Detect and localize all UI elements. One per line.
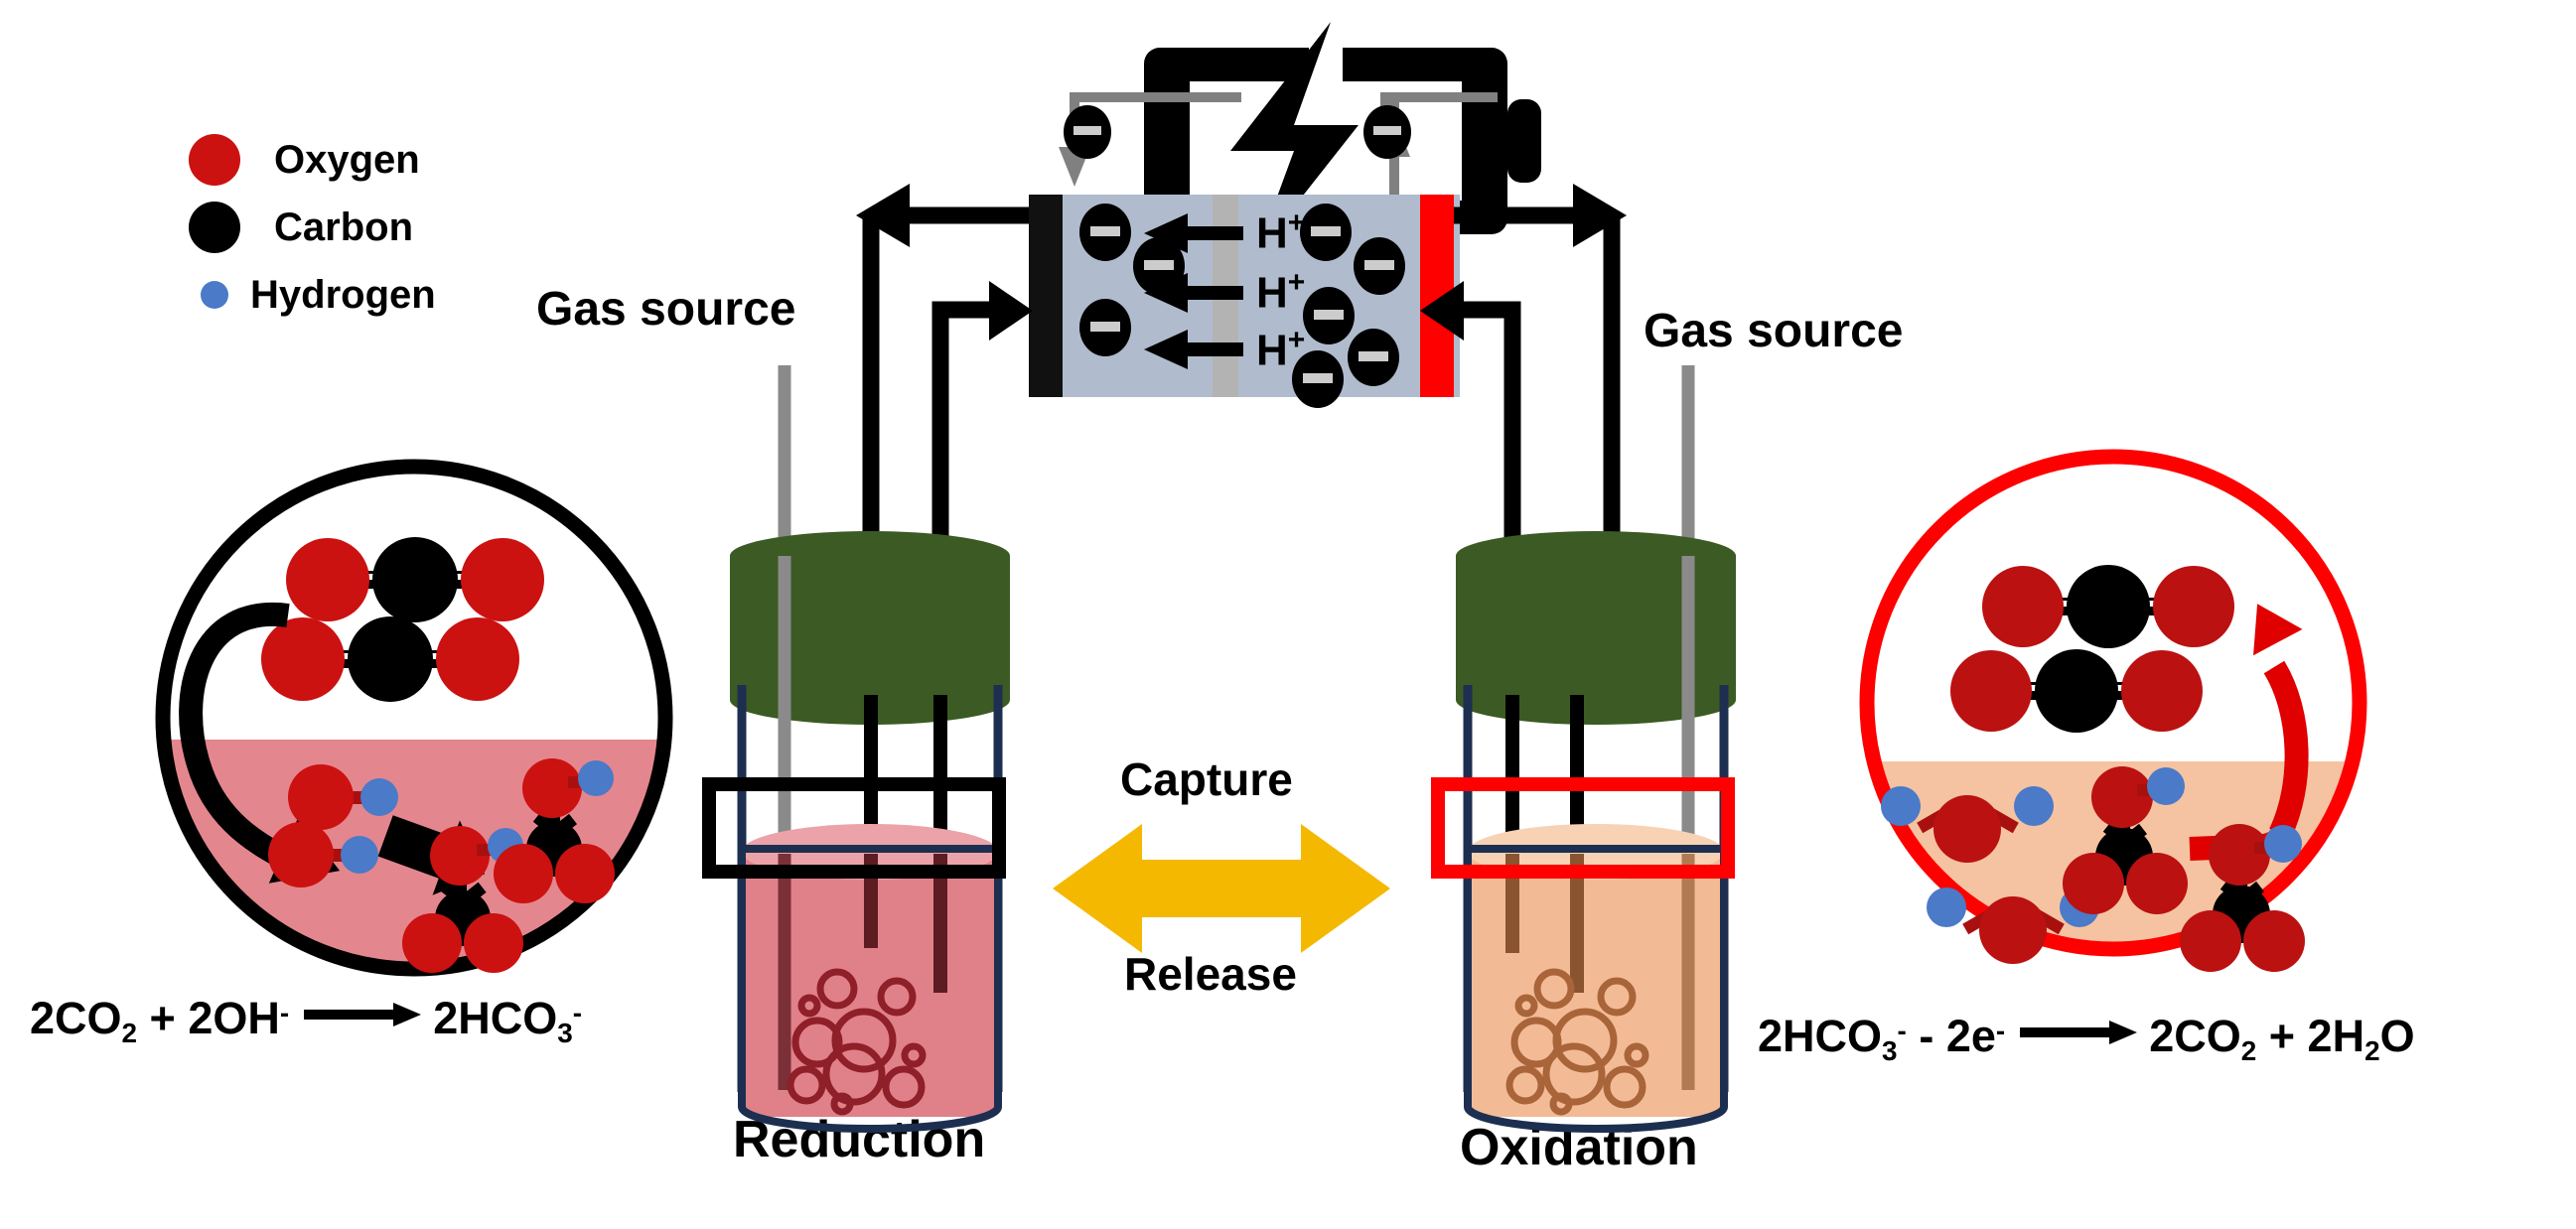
bubbles-right <box>1505 968 1649 1116</box>
bicarbonate-left-2 <box>494 758 615 903</box>
inset-circle-right <box>1859 449 2367 972</box>
proton-migration-arrows <box>1144 213 1243 369</box>
capture-label: Capture <box>1120 753 1293 805</box>
proton-arrow-2 <box>1144 273 1243 313</box>
electrons-in-electrolyte <box>1079 204 1405 408</box>
equation-oxidation: 2HCO3- - 2e- 2CO2 + 2H2O <box>1758 1011 2415 1067</box>
cathode-electrode <box>1029 195 1063 397</box>
vessel-outline-right <box>1464 845 1728 1133</box>
water-molecule-right-1 <box>1881 786 2054 863</box>
reaction-arrow-icon <box>302 1002 421 1027</box>
equation-oxidation-text: 2HCO3- - 2e- <box>1758 1011 2006 1066</box>
reaction-arrow-icon-2 <box>2018 1020 2137 1045</box>
inset-ring-left <box>155 459 673 977</box>
legend-item-oxygen: Oxygen <box>189 129 436 191</box>
proton-arrow-3 <box>1144 330 1243 369</box>
inset-ring-right <box>1859 449 2367 957</box>
highlight-box-left <box>702 777 1006 879</box>
equation-reduction: 2CO2 + 2OH- 2HCO3- <box>30 993 582 1049</box>
reactor-left <box>702 531 1010 1133</box>
hydroxide-left-1 <box>288 764 398 830</box>
co2-molecule-left-1 <box>286 537 544 622</box>
pipes-left <box>856 184 1033 556</box>
proton-label-3: H+ <box>1256 324 1306 375</box>
pipes-right <box>1420 184 1627 556</box>
legend-label-oxygen: Oxygen <box>274 137 420 182</box>
legend: Oxygen Carbon Hydrogen <box>189 129 436 326</box>
bicarbonate-right-2 <box>2180 824 2305 972</box>
release-label: Release <box>1124 948 1297 1000</box>
vessel-outline-left <box>738 845 1002 1133</box>
electron-external-left <box>1064 105 1111 159</box>
co2-molecule-right-1 <box>1982 565 2234 648</box>
carbon-atom-icon <box>189 202 240 253</box>
proton-label-1: H+ <box>1256 206 1306 258</box>
electron-external-right <box>1363 105 1411 159</box>
proton-label-2: H+ <box>1256 266 1306 318</box>
equation-oxidation-product: 2CO2 + 2H2O <box>2149 1011 2415 1066</box>
bubbles-left <box>787 968 927 1116</box>
bicarbonate-right-1 <box>2063 766 2188 914</box>
gas-source-label-right: Gas source <box>1644 305 1904 357</box>
co2-molecule-right-2 <box>1950 649 2203 733</box>
co2-molecule-left-2 <box>261 616 519 702</box>
legend-item-hydrogen: Hydrogen <box>189 264 436 326</box>
legend-label-carbon: Carbon <box>274 205 413 249</box>
hydrogen-atom-icon <box>201 281 228 309</box>
legend-label-hydrogen: Hydrogen <box>250 272 436 317</box>
equation-reduction-product: 2HCO3- <box>433 993 583 1048</box>
hydroxide-left-2 <box>268 822 378 888</box>
gas-source-label-left: Gas source <box>536 283 796 336</box>
oxygen-atom-icon <box>189 134 240 186</box>
double-headed-arrow-icon <box>1053 824 1390 953</box>
equation-reduction-text: 2CO2 + 2OH- <box>30 993 290 1048</box>
highlight-box-right <box>1431 777 1735 879</box>
legend-item-carbon: Carbon <box>189 197 436 258</box>
inset-circle-left <box>155 459 673 977</box>
proton-arrow-1 <box>1144 213 1243 253</box>
reactor-right <box>1431 531 1736 1133</box>
